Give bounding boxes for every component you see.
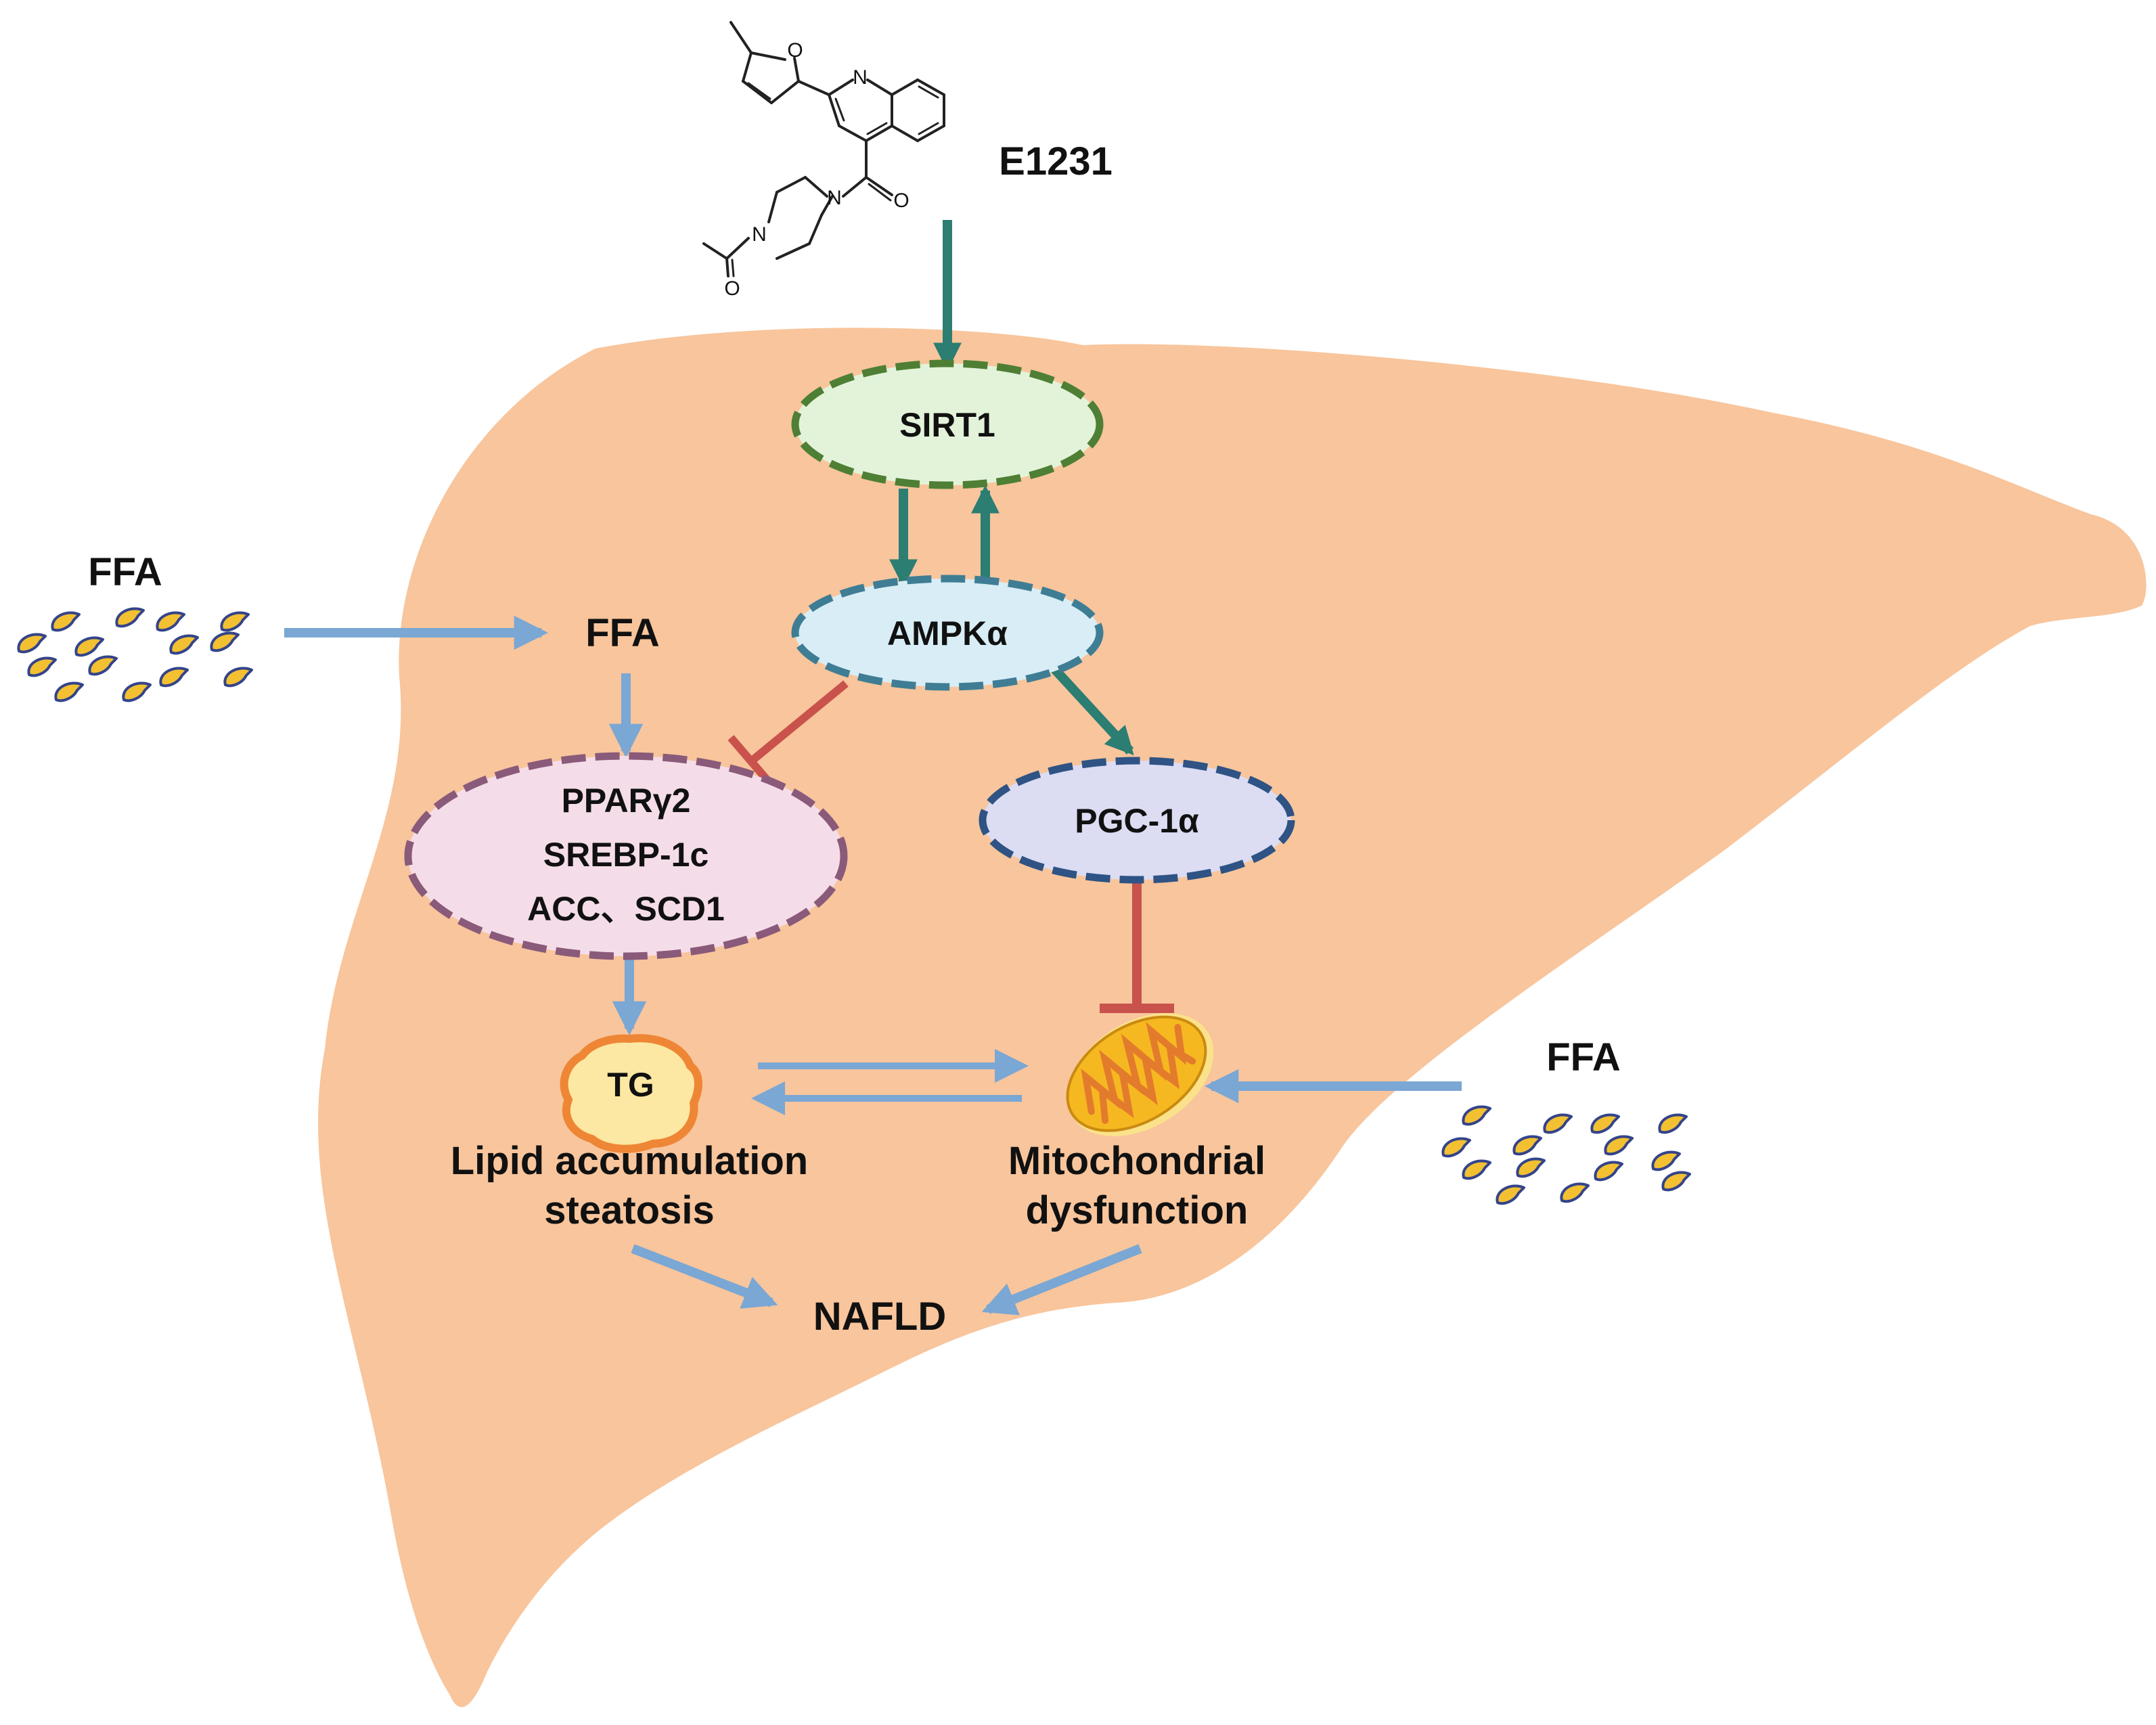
mitochondrion-icon <box>1066 1012 1214 1137</box>
steatosis-label: steatosis <box>544 1188 714 1232</box>
ffa-molecules-left <box>17 607 253 702</box>
carbonyl-oxygen: O <box>893 189 909 212</box>
e1231-structure <box>702 21 945 277</box>
ffa-label-outside-left: FFA <box>88 550 162 594</box>
ampk-label: AMPKα <box>887 614 1008 652</box>
acetyl-oxygen: O <box>724 277 740 300</box>
lipogenic-label-srebp1c: SREBP-1c <box>543 836 709 874</box>
inhibition-pgc1a-to-mito <box>1100 880 1174 1013</box>
tg-label: TG <box>607 1066 654 1104</box>
lipogenic-label-pparg2: PPARγ2 <box>562 782 691 820</box>
node-ampk: AMPKα <box>791 575 1104 691</box>
arrow-mito-to-nafld <box>981 1244 1142 1316</box>
arrow-ampk-to-pgc1a <box>1048 663 1134 756</box>
ffa-molecules-right <box>1441 1105 1691 1205</box>
amide-nitrogen: N <box>827 187 842 209</box>
dysfunction-label: dysfunction <box>1026 1188 1249 1232</box>
sirt1-label: SIRT1 <box>899 406 995 444</box>
nafld-label: NAFLD <box>813 1295 947 1339</box>
node-tg: TG <box>560 1034 702 1153</box>
mitochondrial-label: Mitochondrial <box>1008 1139 1265 1183</box>
compound-label: E1231 <box>999 139 1113 183</box>
pgc1a-label: PGC-1α <box>1075 802 1199 840</box>
lipogenic-label-acc-scd1: ACC、SCD1 <box>527 890 725 928</box>
ffa-label-inside: FFA <box>585 611 660 655</box>
acetyl-nitrogen: N <box>752 223 767 246</box>
node-lipogenic: PPARγ2 SREBP-1c ACC、SCD1 <box>404 752 848 960</box>
ffa-label-outside-right: FFA <box>1546 1035 1621 1079</box>
node-sirt1: SIRT1 <box>791 359 1104 489</box>
arrow-lipid-to-nafld <box>631 1244 778 1309</box>
furan-oxygen: O <box>787 39 803 62</box>
node-pgc1a: PGC-1α <box>979 757 1295 884</box>
liver-shape <box>318 328 2147 1707</box>
quinoline-nitrogen: N <box>853 66 868 89</box>
lipid-accumulation-label: Lipid accumulation <box>451 1139 809 1183</box>
